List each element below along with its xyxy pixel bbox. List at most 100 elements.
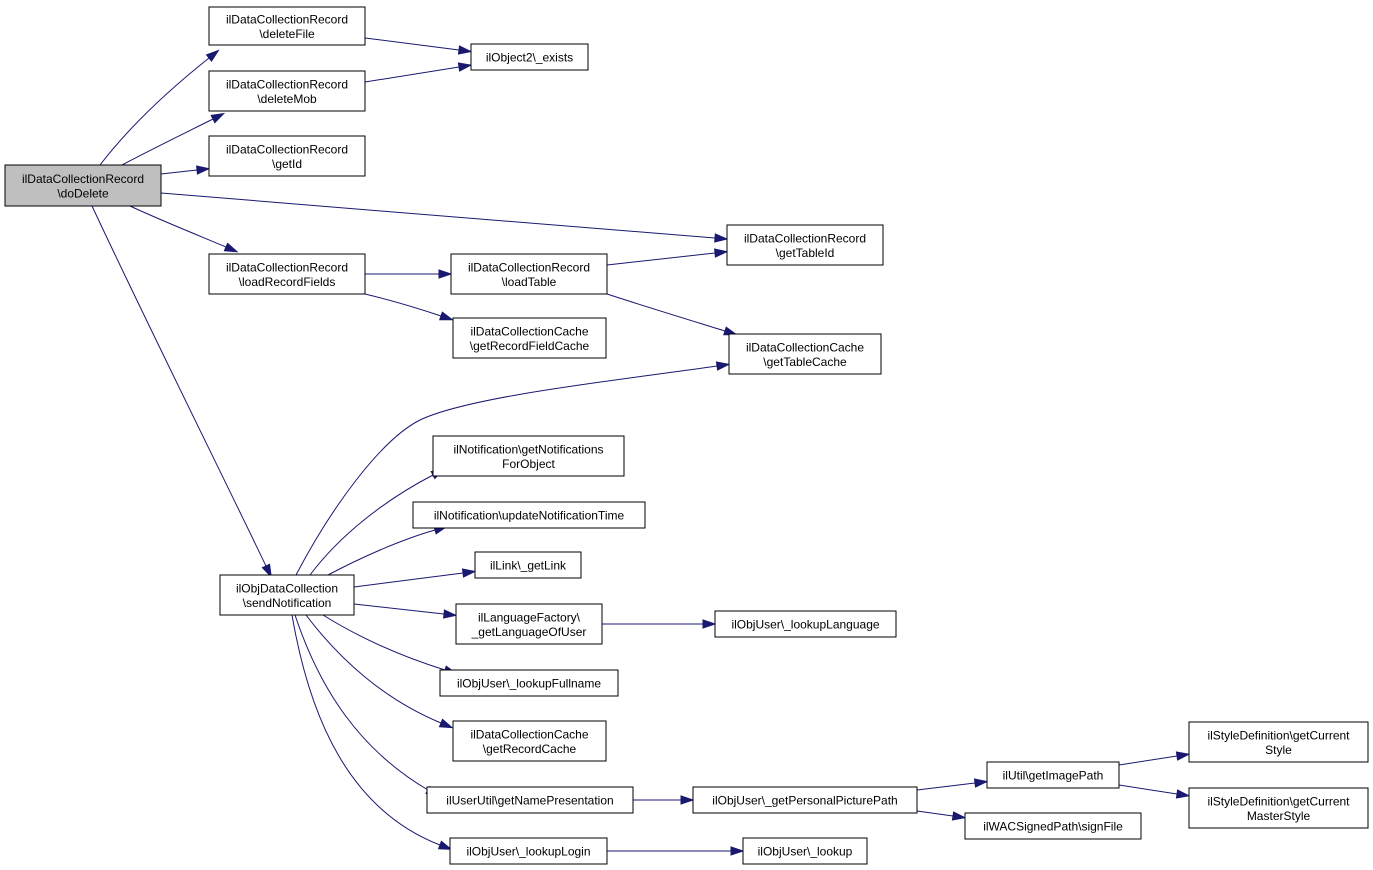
node-box	[208, 253, 366, 295]
node-box	[439, 669, 619, 697]
edge-deleteMob-to-objExists	[364, 62, 473, 83]
node-getTableId[interactable]: ilDataCollectionRecord\getTableId	[726, 224, 884, 266]
arrowhead-icon	[439, 311, 454, 321]
node-label: ilObjUser\_lookupLogin	[466, 845, 590, 859]
node-lookupLanguage[interactable]: ilObjUser\_lookupLanguage	[714, 610, 897, 638]
edge-doDelete-to-deleteFile	[99, 49, 220, 166]
edge-line	[1118, 755, 1178, 766]
node-getPersonalPicturePath[interactable]: ilObjUser\_getPersonalPicturePath	[692, 786, 918, 814]
node-label: ilDataCollectionCache	[746, 340, 864, 354]
arrowhead-icon	[438, 718, 454, 729]
edge-doDelete-to-sendNotification	[91, 205, 272, 579]
edge-sendNotification-to-getTableCache	[295, 361, 731, 576]
node-label: ilObjUser\_lookupFullname	[457, 677, 601, 691]
node-label: ForObject	[502, 457, 555, 471]
node-deleteMob[interactable]: ilDataCollectionRecord\deleteMob	[208, 70, 366, 112]
arrowhead-icon	[1175, 751, 1191, 761]
node-box	[714, 610, 897, 638]
node-box	[452, 317, 607, 359]
node-loadRecordFields[interactable]: ilDataCollectionRecord\loadRecordFields	[208, 253, 366, 295]
arrowhead-icon	[438, 269, 453, 279]
node-lookup[interactable]: ilObjUser\_lookup	[742, 837, 868, 865]
node-label: \getRecordFieldCache	[470, 339, 590, 353]
node-getLink[interactable]: ilLink\_getLink	[474, 551, 582, 579]
node-getTableCache[interactable]: ilDataCollectionCache\getTableCache	[728, 333, 882, 375]
edge-getPersonalPicturePath-to-signFile	[916, 810, 967, 821]
node-label: ilNotification\updateNotificationTime	[434, 509, 625, 523]
node-label: Style	[1265, 743, 1292, 757]
arrowhead-icon	[210, 112, 226, 124]
node-getRecordCache[interactable]: ilDataCollectionCache\getRecordCache	[452, 720, 607, 762]
edge-loadTable-to-getTableId	[606, 248, 729, 266]
node-lookupLogin[interactable]: ilObjUser\_lookupLogin	[449, 837, 608, 865]
node-label: \deleteMob	[257, 92, 317, 106]
node-box	[1188, 721, 1369, 763]
node-lookupFullname[interactable]: ilObjUser\_lookupFullname	[439, 669, 619, 697]
edge-sendNotification-to-lookupFullname	[322, 614, 459, 675]
node-label: \getTableCache	[763, 355, 847, 369]
node-label: ilLanguageFactory\	[478, 610, 581, 624]
node-box	[726, 224, 884, 266]
node-label: \getRecordCache	[483, 742, 577, 756]
edge-doDelete-to-getTableId	[160, 192, 729, 243]
node-box	[455, 603, 603, 645]
node-getLanguageOfUser[interactable]: ilLanguageFactory\_getLanguageOfUser	[455, 603, 603, 645]
arrowhead-icon	[730, 846, 745, 856]
node-getImagePath[interactable]: ilUtil\getImagePath	[986, 761, 1120, 789]
node-doDelete[interactable]: ilDataCollectionRecord\doDelete	[4, 164, 162, 207]
node-deleteFile[interactable]: ilDataCollectionRecord\deleteFile	[208, 6, 366, 46]
node-label: \getId	[272, 157, 302, 171]
node-label: ilUserUtil\getNamePresentation	[446, 794, 613, 808]
edge-deleteFile-to-objExists	[364, 37, 473, 55]
arrowhead-icon	[457, 62, 473, 72]
edge-lookupLogin-to-lookup	[607, 846, 745, 856]
node-updateNotificationTime[interactable]: ilNotification\updateNotificationTime	[412, 501, 646, 529]
edge-line	[916, 782, 976, 791]
arrowhead-icon	[205, 49, 220, 62]
arrowhead-icon	[437, 840, 453, 850]
node-box	[4, 164, 162, 207]
node-label: \loadTable	[502, 275, 557, 289]
node-getRecordFieldCache[interactable]: ilDataCollectionCache\getRecordFieldCach…	[452, 317, 607, 359]
node-label: ilStyleDefinition\getCurrent	[1207, 794, 1350, 808]
node-label: ilUtil\getImagePath	[1003, 769, 1104, 783]
node-box	[986, 761, 1120, 789]
node-getNamePresentation[interactable]: ilUserUtil\getNamePresentation	[426, 786, 634, 814]
node-label: ilDataCollectionRecord	[468, 260, 590, 274]
edge-sendNotification-to-getNamePresentation	[294, 614, 440, 797]
node-box	[1188, 787, 1369, 829]
node-sendNotification[interactable]: ilObjDataCollection\sendNotification	[219, 574, 355, 616]
node-label: _getLanguageOfUser	[471, 625, 587, 639]
arrowhead-icon	[443, 609, 458, 619]
edge-line	[294, 614, 429, 791]
arrowhead-icon	[714, 233, 729, 243]
edge-line	[916, 810, 954, 817]
node-box	[449, 837, 608, 865]
arrowhead-icon	[223, 242, 239, 253]
edge-sendNotification-to-lookupLogin	[291, 614, 453, 850]
arrowhead-icon	[702, 619, 717, 629]
edge-loadTable-to-getTableCache	[606, 293, 739, 336]
node-box	[208, 135, 366, 177]
node-signFile[interactable]: ilWACSignedPath\signFile	[964, 812, 1142, 840]
arrowhead-icon	[680, 795, 695, 805]
node-objExists[interactable]: ilObject2\_exists	[470, 43, 589, 71]
edge-line	[309, 474, 434, 576]
edge-sendNotification-to-getLanguageOfUser	[353, 603, 458, 619]
node-label: \deleteFile	[259, 27, 315, 41]
arrowhead-icon	[196, 165, 211, 175]
node-box	[208, 6, 366, 46]
node-box	[432, 435, 625, 477]
edge-line	[99, 57, 210, 166]
node-box	[728, 333, 882, 375]
node-loadTable[interactable]: ilDataCollectionRecord\loadTable	[450, 253, 608, 295]
node-label: ilDataCollectionRecord	[226, 77, 348, 91]
node-getId[interactable]: ilDataCollectionRecord\getId	[208, 135, 366, 177]
node-label: ilDataCollectionCache	[470, 727, 588, 741]
edge-doDelete-to-deleteMob	[121, 112, 226, 166]
edge-line	[121, 118, 214, 166]
